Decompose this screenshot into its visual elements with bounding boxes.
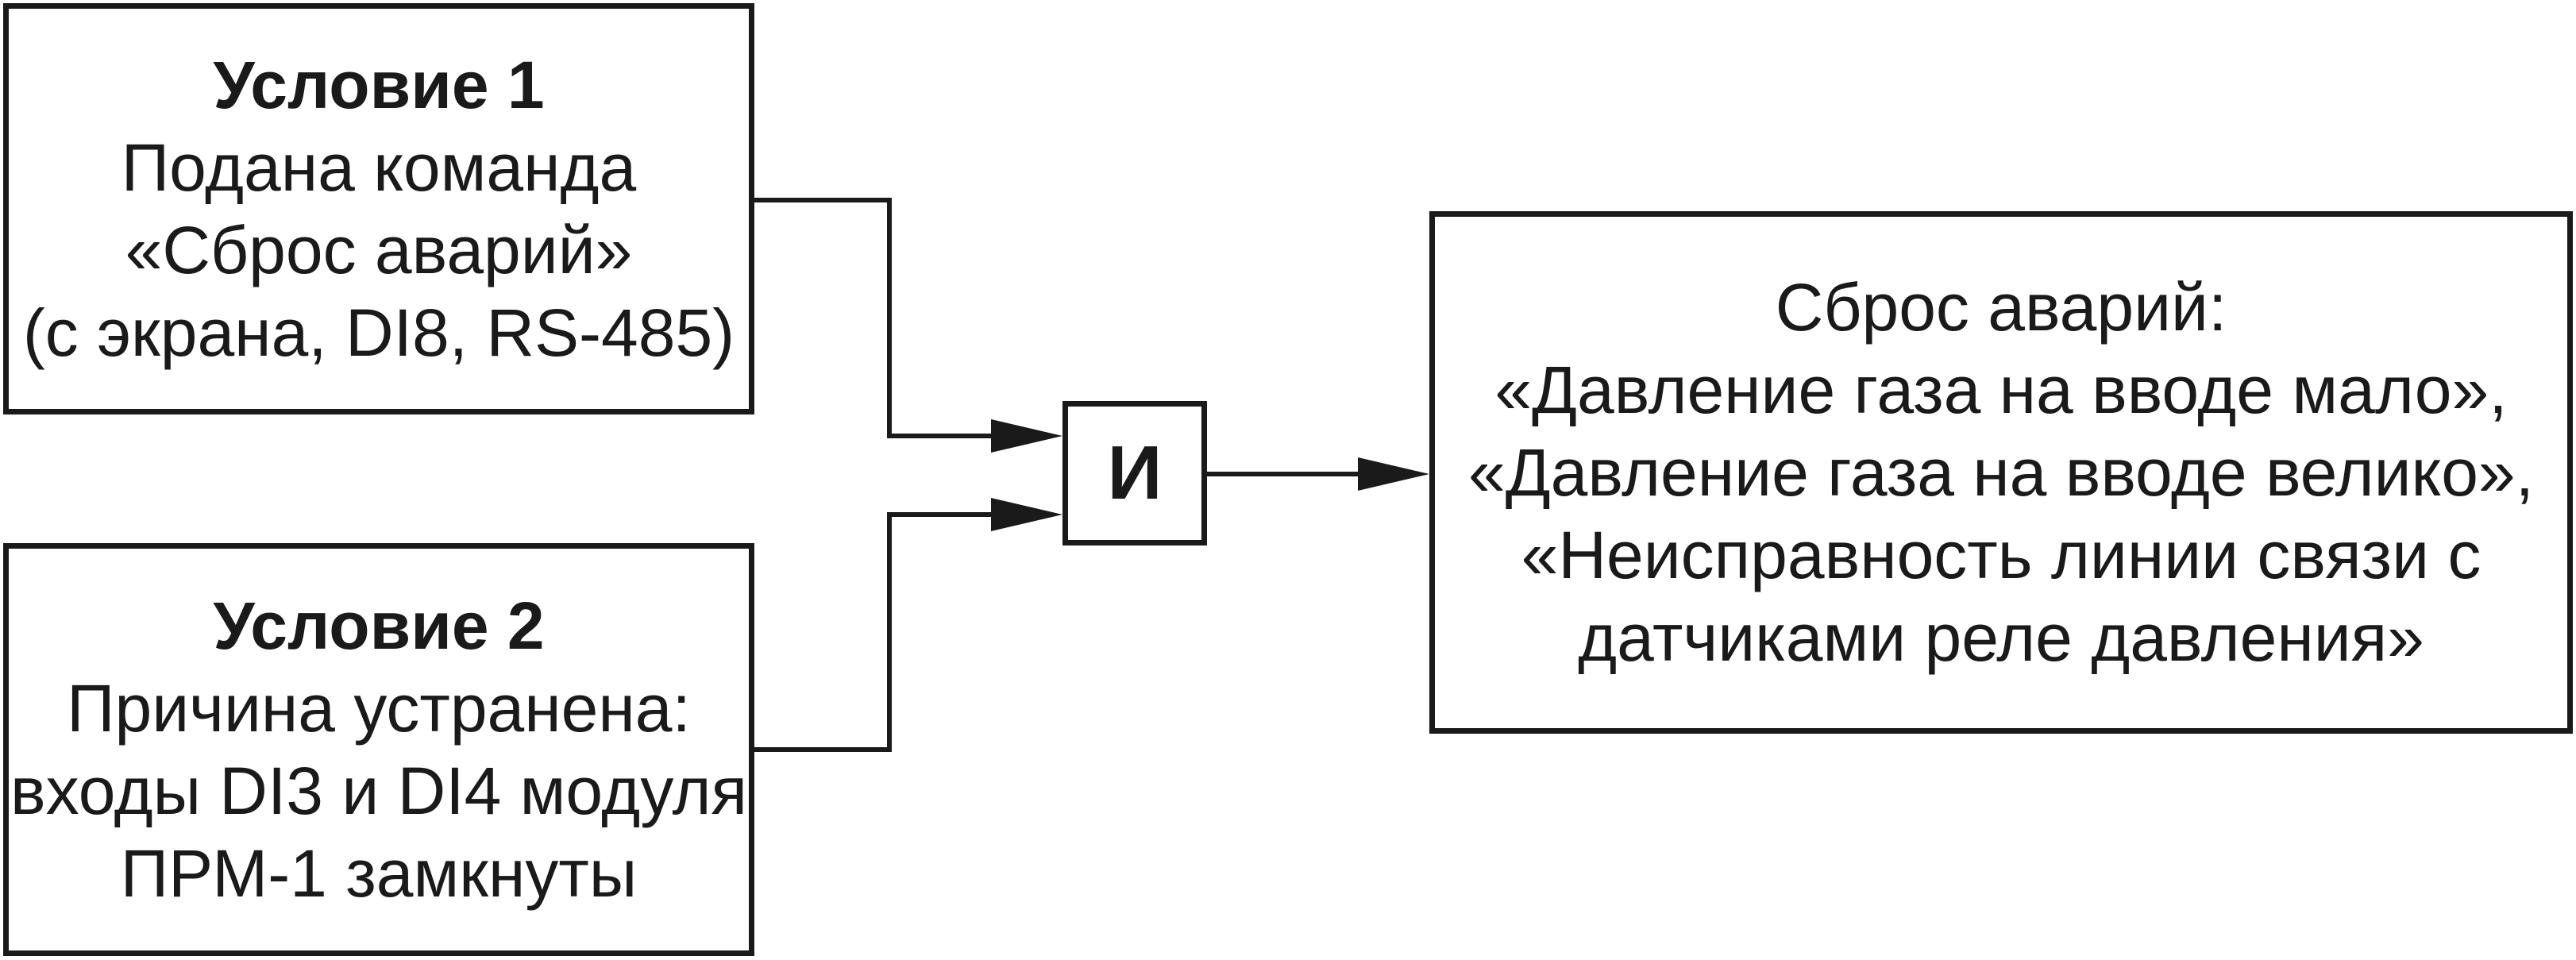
condition1-connector: [754, 198, 991, 438]
condition2-box: Условие 2 Причина устранена: входы DI3 и…: [3, 543, 754, 956]
result-box: Сброс аварий: «Давление газа на вводе ма…: [1429, 211, 2573, 734]
condition2-line-2: входы DI3 и DI4 модуля: [10, 754, 747, 828]
condition1-title: Условие 1: [213, 48, 545, 122]
result-line-2: «Давление газа на вводе мало»,: [1494, 353, 2508, 427]
gate-output-arrowhead: [1358, 457, 1429, 491]
result-line-3: «Давление газа на вводе велико»,: [1468, 435, 2534, 510]
condition1-line-2: «Сброс аварий»: [125, 213, 633, 287]
condition2-title: Условие 2: [213, 588, 545, 663]
result-line-5: датчиками реле давления»: [1578, 600, 2424, 675]
condition1-line-3: (с экрана, DI8, RS-485): [22, 295, 735, 370]
condition2-line-3: ПРМ-1 замкнуты: [120, 836, 638, 911]
condition1-arrowhead: [991, 419, 1062, 453]
and-gate-label: И: [1107, 430, 1163, 515]
condition1-line-1: Подана команда: [121, 130, 637, 205]
condition2-arrowhead: [991, 498, 1062, 531]
condition2-line-1: Причина устранена:: [67, 671, 691, 746]
and-gate: И: [1062, 401, 1207, 546]
result-line-4: «Неисправность линии связи с: [1521, 518, 2482, 592]
result-line-1: Сброс аварий:: [1775, 270, 2227, 345]
condition1-box: Условие 1 Подана команда «Сброс аварий» …: [3, 3, 754, 414]
condition2-connector: [754, 512, 991, 752]
